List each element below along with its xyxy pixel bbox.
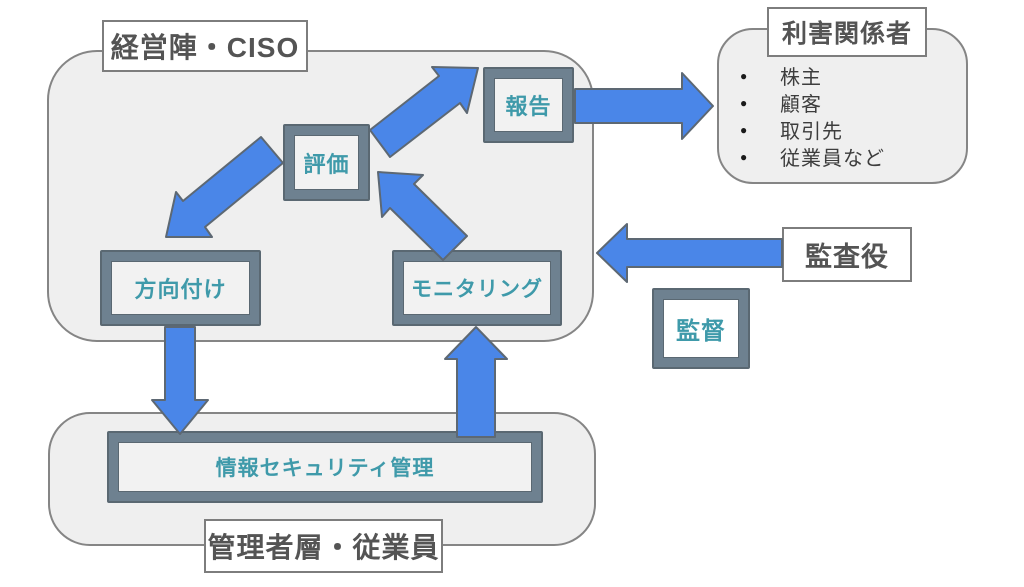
stakeholders-label: 利害関係者 [767,7,927,57]
stakeholder-item-label: 顧客 [780,94,822,116]
report-box: 報告 [483,67,574,143]
list-item: ● 株主 [740,62,955,89]
list-item: ● 顧客 [740,89,955,116]
monitoring-box-label: モニタリング [403,261,551,315]
infosec-management-box-label: 情報セキュリティ管理 [118,442,532,492]
oversight-box-label: 監督 [663,299,739,358]
stakeholder-item-label: 従業員など [780,148,885,170]
list-item: ● 従業員など [740,143,955,170]
bullet-icon: ● [740,68,748,83]
report-box-label: 報告 [494,78,563,132]
staff-label: 管理者層・従業員 [204,519,443,573]
evaluate-box-label: 評価 [294,135,359,190]
stakeholder-item-label: 取引先 [780,121,843,143]
direction-box-label: 方向付け [111,261,250,315]
arrow-auditor-to-management [596,223,783,283]
bullet-icon: ● [740,95,748,110]
direction-box: 方向付け [100,250,261,326]
monitoring-box: モニタリング [392,250,562,326]
auditor-label: 監査役 [782,227,912,282]
infosec-management-box: 情報セキュリティ管理 [107,431,543,503]
stakeholder-item-label: 株主 [780,67,822,89]
arrow-report-to-stakeholders [574,72,714,140]
stakeholders-list: ● 株主 ● 顧客 ● 取引先 ● 従業員など [740,62,955,170]
bullet-icon: ● [740,122,748,137]
management-ciso-label: 経営陣・CISO [102,20,308,72]
oversight-box: 監督 [652,288,750,369]
evaluate-box: 評価 [283,124,370,201]
list-item: ● 取引先 [740,116,955,143]
bullet-icon: ● [740,149,748,164]
